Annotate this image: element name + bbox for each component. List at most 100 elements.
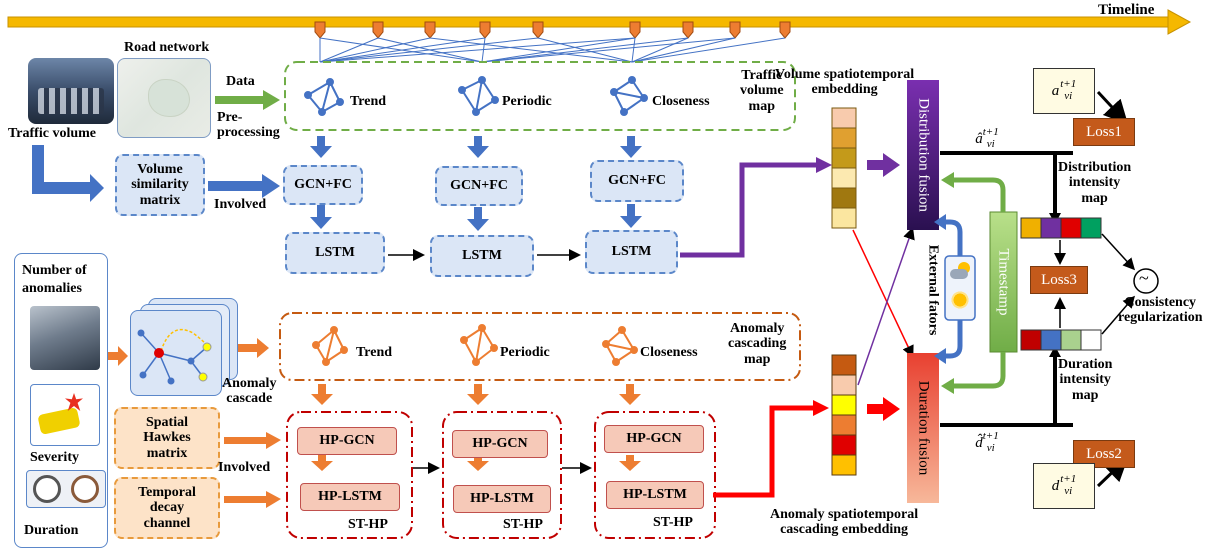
a-true-sup: t+1: [1060, 78, 1077, 91]
lstm-box-2: LSTM: [430, 235, 534, 277]
duration-fusion-label: Duration fusion: [915, 380, 932, 476]
volume-embedding-vector: [831, 107, 857, 229]
number-of-anomalies-label: Number of anomalies: [22, 263, 87, 297]
gcn-fc-box-3: GCN+FC: [590, 160, 684, 202]
anomaly-map-frame: [279, 312, 801, 381]
lstm-box-3: LSTM: [585, 230, 678, 274]
cross-arrow-purple: [857, 227, 915, 386]
closeness-label: Closeness: [652, 94, 710, 109]
cloud-sun-icon: [950, 262, 970, 282]
anomaly-periodic-graph-icon: [460, 324, 498, 366]
d-hat-sup: t+1: [982, 430, 999, 443]
gcn-fc-box-1: GCN+FC: [283, 165, 363, 205]
timestamp-label: Timestamp: [995, 248, 1012, 316]
loss3-box: Loss3: [1030, 266, 1088, 294]
lstm-box-1: LSTM: [285, 232, 385, 274]
anomaly-input-panel: [14, 253, 108, 548]
consistency-circle: [1133, 268, 1159, 294]
a-hat-sup: t+1: [982, 126, 999, 139]
st-hp-frame-1: [286, 411, 413, 539]
hp-gcn-box-3: HP-GCN: [604, 425, 704, 453]
anomaly-trend-graph-icon: [312, 326, 348, 366]
loss1-box: Loss1: [1073, 118, 1135, 146]
anomaly-cascade-label: Anomaly cascade: [222, 376, 277, 407]
d-hat-sub: vi: [986, 442, 995, 454]
anomaly-trend-label: Trend: [356, 345, 393, 360]
trend-graph-icon: [304, 78, 344, 116]
timeline-label: Timeline: [1098, 2, 1155, 18]
spatial-hawkes-matrix: Spatial Hawkes matrix: [114, 407, 220, 469]
a-true-sub: vi: [1064, 90, 1073, 102]
timestamp-up-arrow: [952, 177, 1006, 212]
dur-to-consistency-arrow: [1101, 295, 1135, 335]
involved-label-top: Involved: [214, 197, 267, 212]
duration-clock-icon: [26, 470, 106, 508]
periodic-label: Periodic: [502, 94, 552, 109]
external-factors-label: External fators: [925, 244, 941, 336]
consistency-label: Consistency regularization: [1118, 295, 1203, 326]
temporal-decay-channel: Temporal decay channel: [114, 477, 220, 539]
anomaly-cascading-map-label: Anomaly cascading map: [728, 321, 787, 367]
involved-arrow-top: [208, 174, 280, 198]
st-hp-frame-2: [442, 411, 562, 539]
trend-label: Trend: [350, 94, 387, 109]
a-true-symbol: a: [1051, 82, 1060, 99]
hp-lstm-box-2: HP-LSTM: [453, 485, 551, 513]
anomaly-cascade-graph-icon: [130, 310, 222, 396]
anomaly-closeness-label: Closeness: [640, 345, 698, 360]
d-true-symbol: d: [1051, 477, 1060, 494]
anomaly-path: [713, 397, 900, 498]
st-hp-frame-3: [594, 411, 716, 539]
duration-intensity-map: [1020, 329, 1102, 351]
road-network-map-icon: [117, 58, 211, 138]
external-down-arrow: [944, 320, 963, 359]
external-up-arrow: [944, 219, 963, 256]
hp-gcn-box-1: HP-GCN: [297, 427, 397, 455]
timeline-links: [319, 37, 786, 63]
traffic-to-similarity-arrow: [32, 145, 104, 202]
sun-icon: [950, 290, 970, 310]
traffic-volume-label: Traffic volume: [8, 126, 96, 141]
cross-arrow-red: [852, 229, 914, 358]
tilde-symbol: ~: [1139, 268, 1149, 288]
timeline-arrow: [7, 9, 1192, 35]
closeness-graph-icon: [610, 76, 648, 116]
st-hp-label-1: ST-HP: [348, 517, 388, 532]
severity-label: Severity: [30, 450, 79, 465]
duration-intensity-label: Duration intensity map: [1058, 357, 1113, 403]
orange-arrows: [108, 338, 641, 508]
st-hp-label-2: ST-HP: [503, 517, 543, 532]
cascade-network-icon: [137, 328, 212, 385]
distribution-fusion-label: Distribution fusion: [915, 98, 932, 212]
anomaly-closeness-graph-icon: [602, 326, 638, 366]
arrowhead-dur: [1049, 346, 1061, 357]
timestamp-down-arrow: [952, 352, 1006, 389]
output-lines: [940, 151, 1073, 427]
periodic-graph-icon: [458, 76, 499, 116]
timeline-markers: [314, 21, 791, 39]
st-hp-label-3: ST-HP: [653, 515, 693, 530]
hp-lstm-box-3: HP-LSTM: [606, 481, 704, 509]
distribution-intensity-map: [1020, 217, 1102, 239]
data-arrow: [215, 90, 280, 110]
severity-icon: [30, 384, 100, 446]
volume-embedding-label: Volume spatiotemporal embedding: [775, 67, 915, 98]
d-hat-symbol: d̂: [975, 434, 983, 451]
traffic-map-frame: [284, 61, 796, 131]
hp-lstm-box-1: HP-LSTM: [300, 483, 400, 511]
blue-down-arrows: [310, 136, 642, 231]
traffic-volume-photo: [28, 58, 114, 124]
dist-to-consistency-arrow: [1101, 233, 1136, 271]
duration-label: Duration: [24, 523, 79, 538]
data-label: Data: [226, 74, 255, 89]
d-true-sub: vi: [1064, 485, 1073, 497]
preprocessing-label: Pre- processing: [217, 110, 280, 141]
duration-fusion-bar: [907, 353, 939, 503]
anomaly-accident-photo: [30, 306, 100, 370]
distribution-intensity-label: Distribution intensity map: [1058, 160, 1132, 206]
anomaly-embedding-label: Anomaly spatiotemporal cascading embeddi…: [770, 507, 919, 538]
